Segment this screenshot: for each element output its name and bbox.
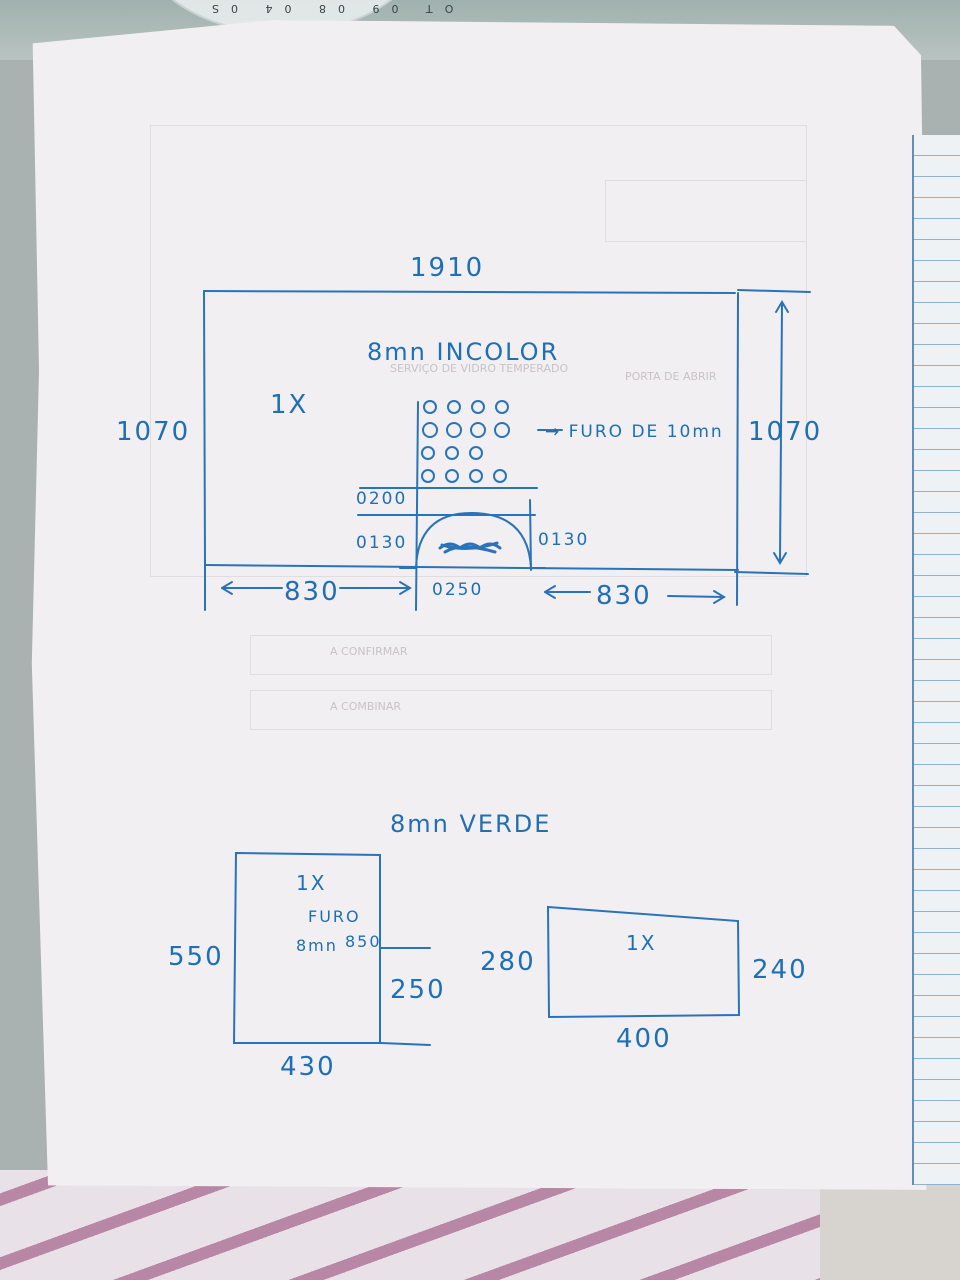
height-arrow-head-down <box>773 552 787 565</box>
dim-0130-left-label: 0130 <box>356 533 407 553</box>
width-total-label: 1910 <box>410 253 484 283</box>
left-piece-width: 430 <box>280 1052 336 1082</box>
left-piece-bottom-tick <box>379 1042 431 1046</box>
left-arrow-head-right <box>399 581 412 595</box>
floor <box>820 1180 960 1280</box>
cutout-left-line <box>415 401 419 611</box>
material-top-label: 8mn INCOLOR <box>367 338 559 366</box>
notebook-edge <box>912 135 960 1185</box>
left-piece-hole-label: FURO <box>308 907 361 926</box>
ghost-form-cell <box>605 180 807 242</box>
right-piece-outline <box>546 905 741 1019</box>
left-piece-hole-offset: 850 <box>345 932 382 951</box>
right-arrow-head-left <box>544 585 556 599</box>
hole-note-label: → FURO DE 10mn <box>545 422 724 442</box>
ghost-text: PORTA DE ABRIR <box>625 370 717 383</box>
panel-left-edge <box>203 290 206 566</box>
paper-sheet <box>31 20 930 1190</box>
dim-0130-right-label: 0130 <box>538 530 589 550</box>
panel-top-edge <box>203 290 736 294</box>
dim-0200-label: 0200 <box>356 489 407 509</box>
material-bottom-label: 8mn VERDE <box>390 810 551 838</box>
left-piece-hole-size: 8mn <box>296 936 338 955</box>
height-right-label: 1070 <box>748 417 822 447</box>
ghost-text: A COMBINAR <box>330 700 402 713</box>
cutout-arch <box>415 511 532 569</box>
ghost-text: SERVIÇO DE VIDRO TEMPERADO <box>390 362 569 375</box>
panel-right-edge <box>736 292 739 606</box>
ghost-form-row <box>250 690 772 730</box>
panel-right-bottom-tick <box>734 571 809 575</box>
quantity-top-label: 1X <box>270 390 308 420</box>
right-arrow-head-right <box>713 590 726 604</box>
hole-grid <box>421 400 510 483</box>
left-piece-quantity: 1X <box>296 871 326 895</box>
ghost-form-row <box>250 635 772 675</box>
right-piece-height-right: 240 <box>752 955 808 985</box>
height-arrow-line <box>779 304 783 561</box>
scribble-mark <box>438 541 502 554</box>
ghost-text: A CONFIRMAR <box>330 645 408 658</box>
dim-0250-label: 0250 <box>432 580 483 600</box>
ghost-form-table <box>150 125 807 577</box>
dim-830-left-label: 830 <box>284 577 340 607</box>
height-left-label: 1070 <box>116 417 190 447</box>
left-piece-offset: 250 <box>390 975 446 1005</box>
right-arrow-right <box>667 595 725 598</box>
panel-right-tick <box>737 289 811 293</box>
left-piece-height: 550 <box>168 942 224 972</box>
dim-830-right-label: 830 <box>596 581 652 611</box>
left-arrow-head <box>221 581 233 595</box>
height-arrow-head-up <box>775 300 789 313</box>
right-piece-height-left: 280 <box>480 947 536 977</box>
panel-bottom-edge <box>204 564 739 571</box>
right-piece-width: 400 <box>616 1024 672 1054</box>
right-piece-quantity: 1X <box>626 931 656 955</box>
